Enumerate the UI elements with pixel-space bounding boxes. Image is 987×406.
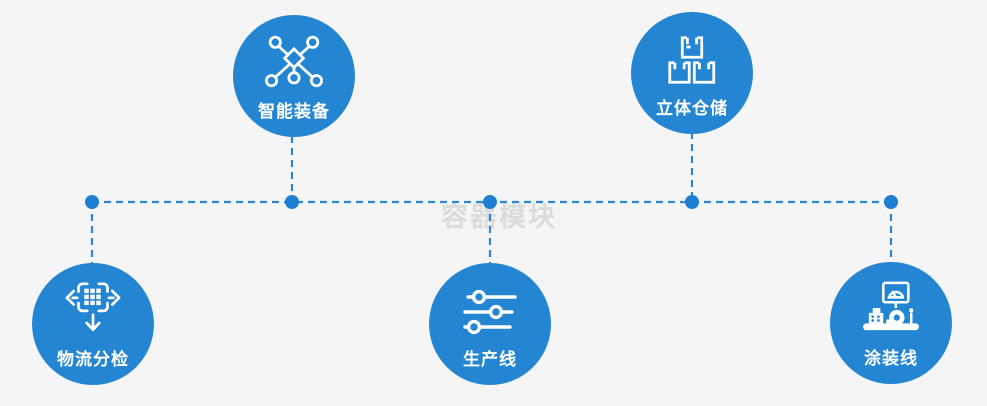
stacked-boxes-icon (665, 27, 719, 85)
node-logistics-sorting: 物流分检 (32, 263, 154, 385)
paint-machine-icon (860, 277, 922, 335)
watermark-text: 容器模块 (441, 202, 557, 233)
node-smart-equipment: 智能装备 (233, 15, 355, 137)
junction-dot (685, 195, 699, 209)
junction-dot (285, 195, 299, 209)
sorting-arrows-icon (64, 278, 122, 336)
node-production-line: 生产线 (429, 263, 551, 385)
node-label: 立体仓储 (656, 99, 728, 119)
node-label: 涂装线 (864, 349, 918, 369)
sliders-icon (462, 278, 518, 336)
node-label: 生产线 (463, 350, 517, 370)
node-stereo-warehouse: 立体仓储 (631, 12, 753, 134)
junction-dot (884, 195, 898, 209)
node-painting-line: 涂装线 (830, 262, 952, 384)
node-label: 智能装备 (258, 102, 330, 122)
junction-dot (85, 195, 99, 209)
network-nodes-icon (265, 30, 323, 88)
junction-dot (483, 195, 497, 209)
node-label: 物流分检 (57, 350, 129, 370)
